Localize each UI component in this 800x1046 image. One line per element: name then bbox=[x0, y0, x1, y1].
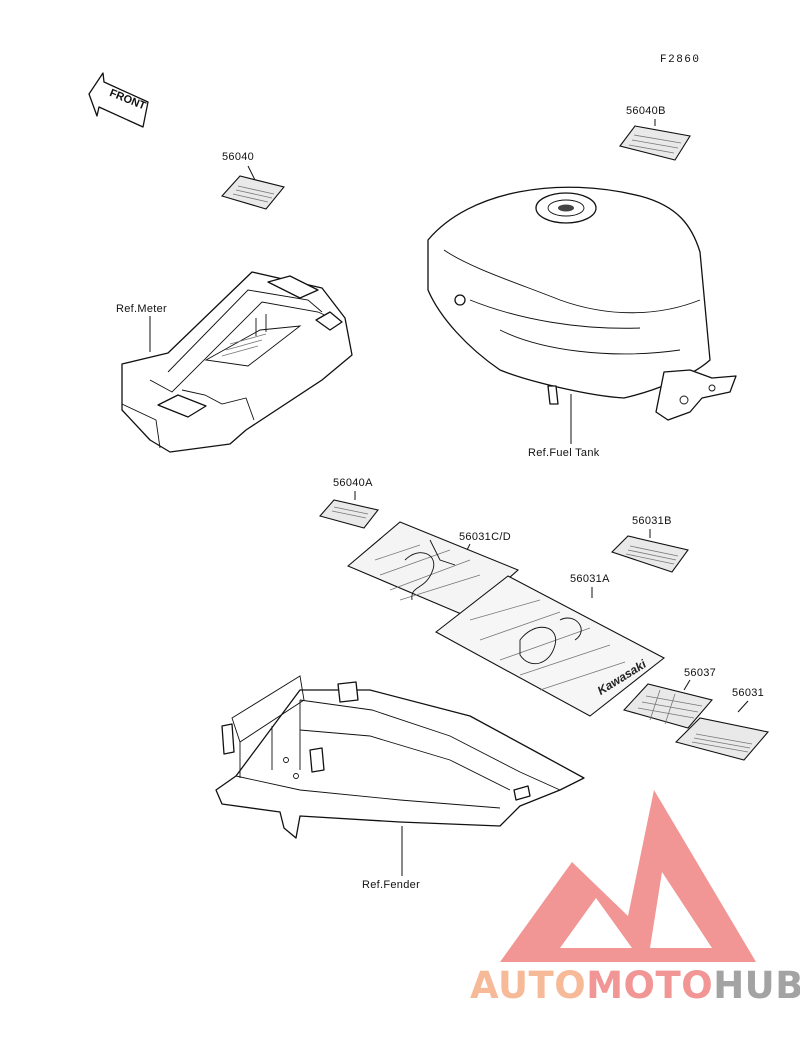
figure-code: F2860 bbox=[660, 54, 701, 66]
watermark-part-hub: HUB bbox=[713, 964, 800, 1007]
decal-56037 bbox=[622, 683, 713, 729]
label-ref-fender: Ref.Fender bbox=[362, 879, 420, 891]
label-56040A: 56040A bbox=[333, 477, 373, 489]
decal-56031 bbox=[674, 717, 770, 761]
meter-housing bbox=[121, 271, 353, 453]
leader-56037 bbox=[683, 679, 691, 691]
decal-56031CD bbox=[346, 521, 520, 617]
label-56031B: 56031B bbox=[632, 515, 672, 527]
label-56040B: 56040B bbox=[626, 105, 666, 117]
leader-56031 bbox=[737, 700, 749, 713]
fuel-tank bbox=[427, 186, 737, 421]
label-56037: 56037 bbox=[684, 667, 716, 679]
decal-56040 bbox=[221, 175, 285, 210]
decal-56040B bbox=[619, 125, 691, 161]
decal-56031B bbox=[610, 535, 689, 573]
rear-fender bbox=[215, 675, 585, 839]
label-56040: 56040 bbox=[222, 151, 254, 163]
label-ref-meter: Ref.Meter bbox=[116, 303, 167, 315]
leader-56040 bbox=[247, 165, 256, 181]
watermark-text: AUTOMOTOHUB bbox=[470, 964, 800, 1007]
decal-56040A bbox=[319, 499, 379, 529]
watermark-part-auto: AUTO bbox=[470, 964, 586, 1007]
label-56031A: 56031A bbox=[570, 573, 610, 585]
decal-56031A: Kawasaki bbox=[434, 575, 666, 717]
front-arrow-icon: FRONT bbox=[88, 72, 149, 128]
watermark-logo: AUTOMOTOHUB bbox=[470, 790, 800, 1007]
watermark-triangle-icon bbox=[500, 790, 756, 962]
watermark-part-moto: MOTO bbox=[586, 964, 713, 1007]
label-56031: 56031 bbox=[732, 687, 764, 699]
label-ref-fuel-tank: Ref.Fuel Tank bbox=[528, 447, 600, 459]
label-56031CD: 56031C/D bbox=[459, 531, 511, 543]
